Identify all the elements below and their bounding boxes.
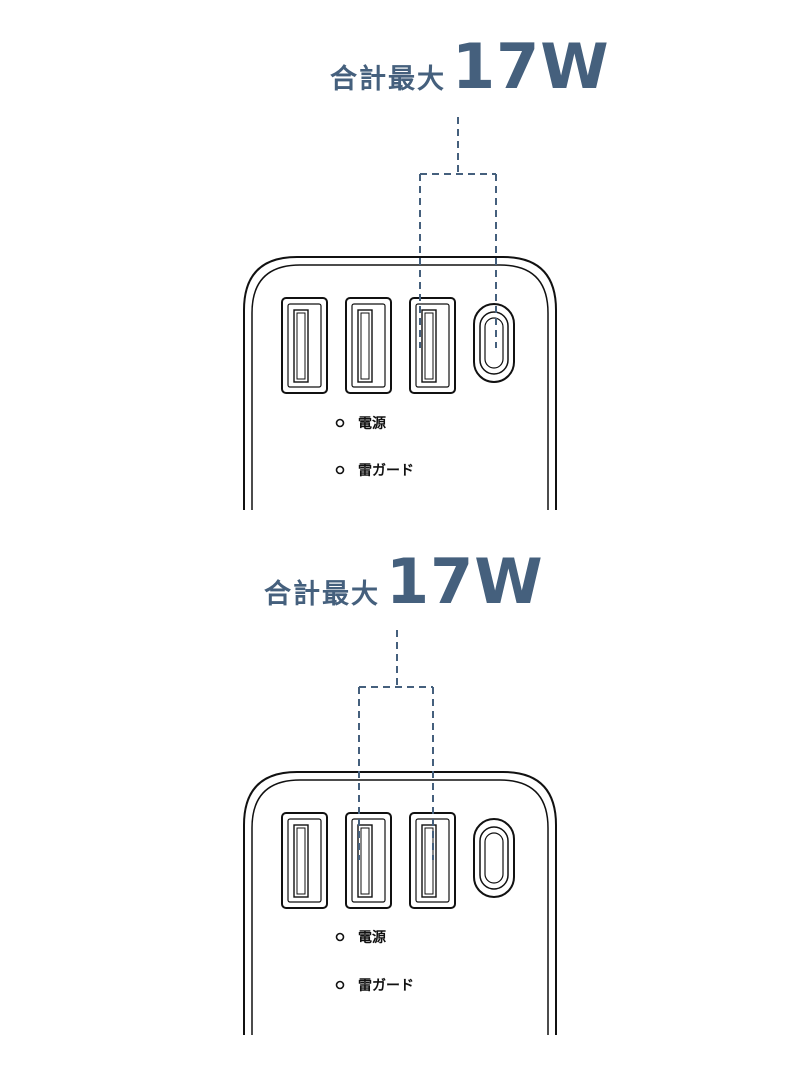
diagram-panel-usb2-and-usb3: 合計最大 17W (0, 515, 800, 1067)
usb-a-port-3 (409, 812, 456, 909)
power-strip-drawing: 電源 雷ガード (243, 630, 557, 1035)
surge-led-icon (335, 465, 345, 475)
usb-a-port-1 (281, 812, 328, 909)
usb-a-port-2 (345, 297, 392, 394)
dashed-bracket (419, 117, 497, 348)
surge-guard-indicator-label: 雷ガード (358, 977, 414, 994)
power-indicator-label: 電源 (358, 415, 386, 432)
usb-a-port-1 (281, 297, 328, 394)
power-strip-drawing: 電源 雷ガード (243, 117, 557, 510)
max-output-label: 合計最大 17W (264, 545, 544, 618)
total-max-text: 合計最大 (330, 64, 446, 95)
strip-body-outer (243, 771, 557, 1035)
power-led-icon (335, 418, 345, 428)
usb-a-port-3 (409, 297, 456, 394)
strip-body-inner (251, 264, 549, 510)
usb-c-port (473, 818, 515, 898)
usb-a-port-2 (345, 812, 392, 909)
max-output-label: 合計最大 17W (330, 30, 610, 103)
strip-body-inner (251, 779, 549, 1035)
surge-led-icon (335, 980, 345, 990)
strip-body-outer (243, 256, 557, 510)
diagram-panel-usb3-and-usbc: 合計最大 17W (0, 0, 800, 520)
dashed-bracket (358, 630, 434, 860)
power-value: 17W (386, 545, 544, 618)
total-max-text: 合計最大 (264, 579, 380, 610)
usb-c-port (473, 303, 515, 383)
power-led-icon (335, 932, 345, 942)
power-value: 17W (452, 30, 610, 103)
surge-guard-indicator-label: 雷ガード (358, 462, 414, 479)
power-indicator-label: 電源 (358, 929, 386, 946)
